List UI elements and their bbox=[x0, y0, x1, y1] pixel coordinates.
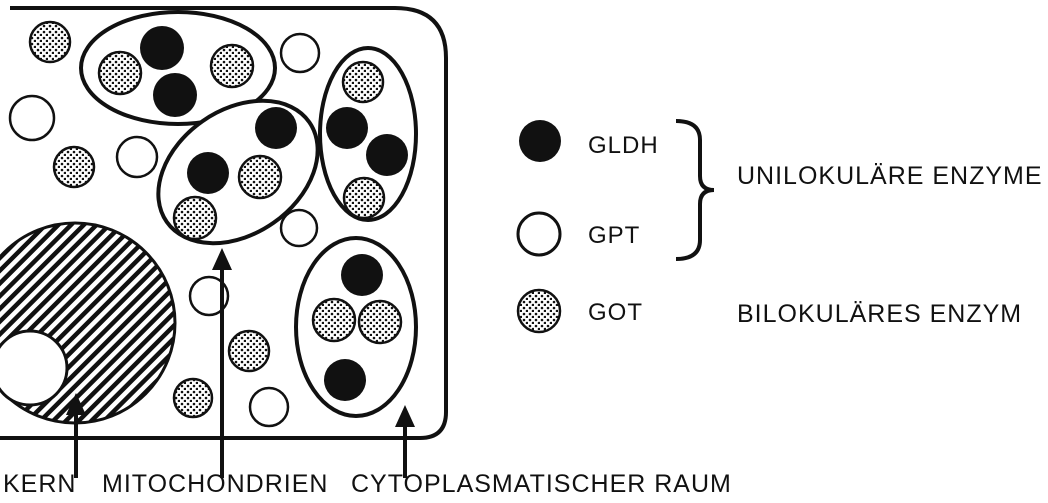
legend-gldh-label: GLDH bbox=[588, 132, 659, 160]
got-enzyme bbox=[359, 301, 401, 343]
gldh-enzyme bbox=[255, 107, 297, 149]
got-enzyme bbox=[30, 22, 70, 62]
mitochondrien-label: MITOCHONDRIEN bbox=[102, 470, 328, 499]
gpt-enzyme bbox=[281, 34, 319, 72]
got-enzyme bbox=[99, 52, 141, 94]
gpt-enzyme bbox=[117, 137, 157, 177]
gldh-enzyme bbox=[187, 152, 229, 194]
legend-brace bbox=[676, 121, 714, 259]
kern-label: KERN bbox=[3, 470, 76, 499]
gpt-enzyme bbox=[10, 96, 54, 140]
gldh-enzyme bbox=[140, 26, 184, 70]
legend-got-symbol bbox=[518, 290, 560, 332]
gldh-enzyme bbox=[324, 359, 366, 401]
gldh-enzyme bbox=[366, 134, 408, 176]
got-enzyme bbox=[174, 379, 212, 417]
gldh-enzyme bbox=[341, 254, 383, 296]
bilokulaer-label: BILOKULÄRES ENZYM bbox=[737, 300, 1022, 329]
gpt-enzyme bbox=[281, 210, 317, 246]
got-enzyme bbox=[344, 178, 384, 218]
got-enzyme bbox=[343, 62, 383, 102]
gpt-enzyme bbox=[250, 388, 288, 426]
legend-gpt-label: GPT bbox=[588, 222, 640, 250]
unilokulaer-label: UNILOKULÄRE ENZYME bbox=[737, 162, 1043, 191]
gldh-enzyme bbox=[326, 107, 368, 149]
legend-got-label: GOT bbox=[588, 299, 643, 327]
got-enzyme bbox=[229, 331, 269, 371]
legend-gpt-symbol bbox=[518, 213, 560, 255]
got-enzyme bbox=[211, 45, 253, 87]
mitochondrion bbox=[320, 48, 416, 220]
got-enzyme bbox=[313, 299, 355, 341]
got-enzyme bbox=[54, 147, 94, 187]
legend-gldh-symbol bbox=[519, 120, 561, 162]
nucleolus bbox=[0, 331, 67, 405]
arrow-cytoplasma bbox=[395, 405, 415, 478]
got-enzyme bbox=[239, 156, 281, 198]
cytoplasma-label: CYTOPLASMATISCHER RAUM bbox=[351, 470, 732, 499]
gldh-enzyme bbox=[153, 73, 197, 117]
nucleus bbox=[0, 223, 175, 423]
got-enzyme bbox=[174, 197, 216, 239]
mitochondrion bbox=[296, 238, 416, 416]
